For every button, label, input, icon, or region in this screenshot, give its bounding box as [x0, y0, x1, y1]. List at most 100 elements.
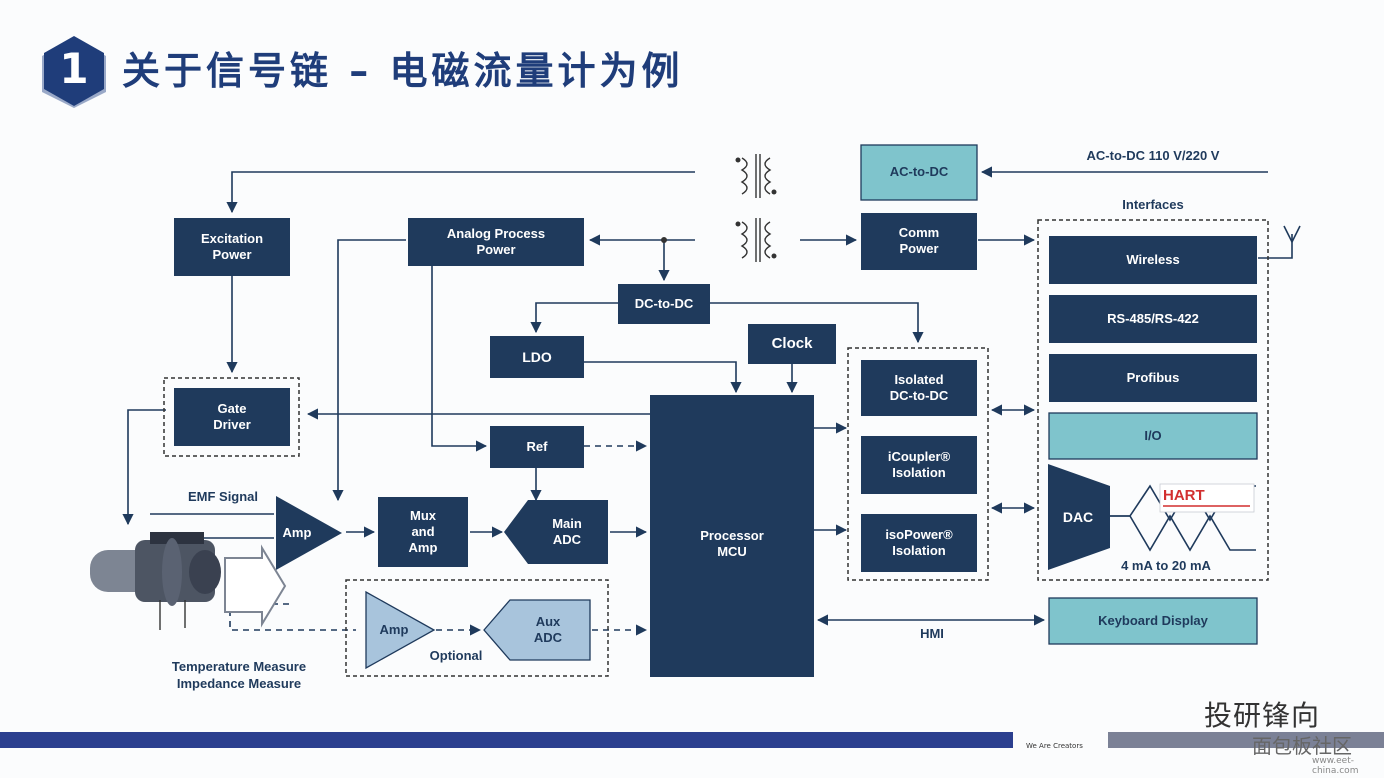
- mux-amp-label-line: Mux: [410, 508, 436, 523]
- aux-adc-shape: [483, 599, 591, 661]
- ldo-label: LDO: [427, 349, 647, 366]
- ac-to-dc-label-line: AC-to-DC: [889, 164, 949, 179]
- rs485-label-line: RS-485/RS-422: [1107, 311, 1199, 326]
- icoupler-label-line: iCoupler®: [887, 449, 951, 464]
- wireless-block: [1049, 236, 1257, 284]
- io-block: [1048, 412, 1258, 460]
- excitation-power-label-line: Excitation: [200, 231, 264, 246]
- watermark-url: www.eet-china.com: [1312, 756, 1359, 776]
- gate-driver-label-line: Gate: [217, 401, 247, 416]
- dc-dc-block: [618, 284, 710, 324]
- clock-label-line: Clock: [771, 335, 813, 352]
- amp-main-shape: [276, 496, 342, 570]
- number-badge: [42, 36, 106, 108]
- processor-block: [650, 395, 814, 677]
- temp-measure-label-line: Temperature Measure: [171, 659, 307, 674]
- hmi-label-line: HMI: [920, 626, 944, 641]
- rs485-block: [1049, 295, 1257, 343]
- analog-process-power-label-line: Analog Process: [446, 226, 546, 241]
- svg-text:HART: HART: [1163, 487, 1205, 504]
- optional-label-line: Optional: [429, 648, 483, 663]
- amp-aux-label: Amp: [284, 622, 504, 638]
- isolated-dc-dc-block: [861, 360, 977, 416]
- clock-label: Clock: [682, 335, 902, 353]
- keyboard-display-label-line: Keyboard Display: [1098, 613, 1208, 628]
- isopower-label-line: isoPower®: [885, 527, 953, 542]
- ref-label: Ref: [427, 439, 647, 455]
- optional-label: Optional: [346, 648, 566, 664]
- io-label-line: I/O: [1144, 428, 1162, 443]
- ref-block: [490, 426, 584, 468]
- watermark-primary: 投研锋向: [1204, 699, 1321, 732]
- profibus-label-line: Profibus: [1126, 370, 1180, 385]
- comm-power-label-line: Power: [899, 241, 939, 256]
- amp-aux-label-line: Amp: [379, 622, 409, 637]
- ac-to-dc-block: [860, 144, 978, 201]
- emf-signal-label: EMF Signal: [113, 489, 333, 505]
- profibus-block: [1049, 354, 1257, 402]
- comm-power-block: [861, 213, 977, 270]
- gate-driver-block: [174, 388, 290, 446]
- current-range-label-line: 4 mA to 20 mA: [1121, 558, 1211, 573]
- footer-logo-text: We Are Creators: [1026, 742, 1083, 750]
- watermark-secondary: 面包板社区: [1252, 734, 1352, 758]
- ref-label-line: Ref: [526, 439, 548, 454]
- excitation-power-block: [174, 218, 290, 276]
- ac-to-dc-label: AC-to-DC: [809, 164, 1029, 180]
- icoupler-label: iCoupler®Isolation: [809, 449, 1029, 481]
- profibus-label: Profibus: [1043, 370, 1263, 386]
- isopower-block: [861, 514, 977, 572]
- emf-signal-label-line: EMF Signal: [187, 489, 259, 504]
- main-adc-shape: [504, 500, 608, 564]
- footer-bar: [0, 732, 1013, 748]
- icoupler-block: [861, 436, 977, 494]
- impedance-measure-label: Impedance Measure: [129, 676, 349, 692]
- dac-label: DAC: [968, 509, 1188, 526]
- icoupler-label-line: Isolation: [892, 465, 946, 480]
- aux-adc-label-line: Aux: [535, 614, 561, 629]
- mux-amp-label-line: Amp: [408, 540, 438, 555]
- ldo-block: [490, 336, 584, 378]
- io-label: I/O: [1043, 428, 1263, 444]
- dark-blocks: [174, 213, 1257, 677]
- footer-bar-right: [1108, 732, 1384, 748]
- isolated-dc-dc-label-line: DC-to-DC: [889, 388, 949, 403]
- keyboard-display-block: [1048, 597, 1258, 645]
- dc-to-dc-label-line: DC-to-DC: [634, 296, 694, 311]
- ac-input-label: AC-to-DC 110 V/220 V: [1043, 148, 1263, 164]
- ldo-label-line: LDO: [522, 348, 552, 365]
- current-range-label: 4 mA to 20 mA: [1056, 558, 1276, 574]
- aux-adc-label-line: ADC: [533, 630, 563, 645]
- number-badge-text: 1: [59, 44, 89, 93]
- wireless-label-line: Wireless: [1126, 252, 1180, 267]
- temp-measure-label: Temperature Measure: [129, 659, 349, 675]
- dac-label-line: DAC: [1062, 508, 1094, 525]
- ac-input-label-line: AC-to-DC 110 V/220 V: [1086, 148, 1220, 163]
- dc-to-dc-label: DC-to-DC: [554, 296, 774, 312]
- clock-block: [748, 324, 836, 364]
- isopower-label-line: Isolation: [892, 543, 946, 558]
- processor-label-line: Processor: [700, 528, 764, 543]
- rs485-label: RS-485/RS-422: [1043, 311, 1263, 327]
- main-adc-label-line: ADC: [552, 532, 582, 547]
- amp-main-label: Amp: [187, 525, 407, 541]
- wireless-label: Wireless: [1043, 252, 1263, 268]
- excitation-power-label-line: Power: [212, 247, 252, 262]
- keyboard-display-label: Keyboard Display: [1043, 613, 1263, 629]
- isolated-dc-dc-label-line: Isolated: [894, 372, 944, 387]
- dac-shape: [1048, 464, 1110, 570]
- hmi-label: HMI: [822, 626, 1042, 642]
- analog-process-power-block: [408, 218, 584, 266]
- amp-aux-shape: [365, 590, 436, 670]
- flow-sensor-illustration: [90, 532, 287, 630]
